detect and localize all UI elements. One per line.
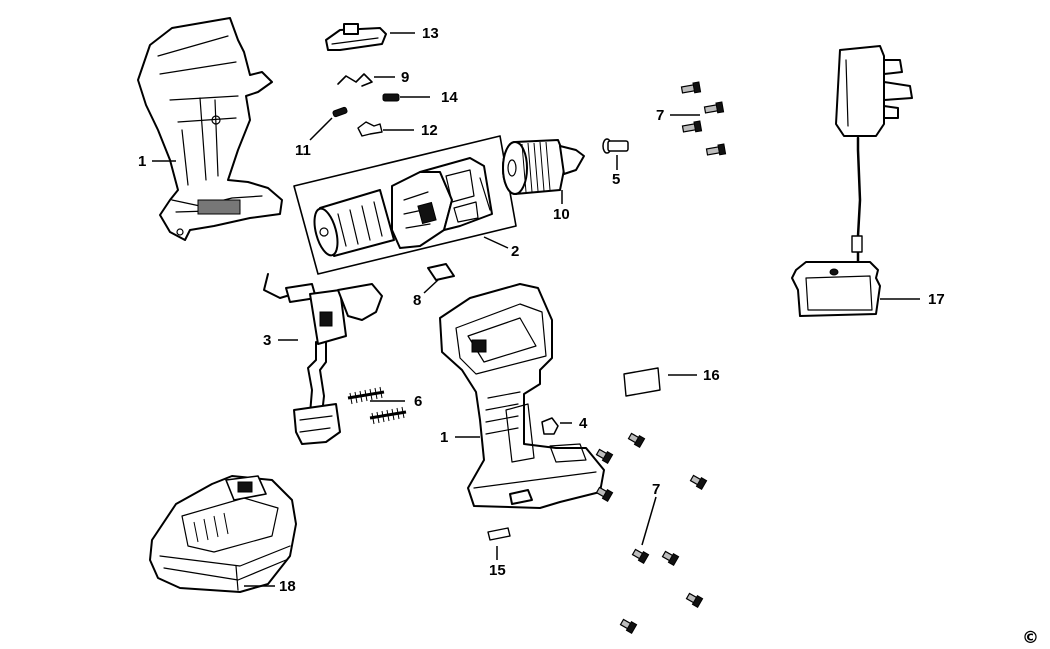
- part-14-spring: [382, 93, 400, 102]
- callout-7-upper: 7: [656, 107, 664, 124]
- callout-12: 12: [421, 122, 438, 139]
- part-5-chuck-screw: [602, 138, 629, 154]
- callout-18: 18: [279, 578, 296, 595]
- housing-half-left: [137, 17, 283, 241]
- part-4-clip: [541, 417, 559, 435]
- part-17-charger: [791, 45, 913, 317]
- part-9-spring-clip: [337, 73, 373, 87]
- callout-16: 16: [703, 367, 720, 384]
- copyright-mark: ©: [1022, 628, 1039, 648]
- part-16-label: [623, 367, 661, 397]
- callout-17: 17: [928, 291, 945, 308]
- part-7-screws-bottom: [595, 432, 708, 635]
- callout-11: 11: [295, 142, 311, 159]
- callout-13: 13: [422, 25, 439, 42]
- callout-4: 4: [579, 415, 588, 432]
- part-2-motor-gearbox: [293, 135, 517, 275]
- part-10-chuck: [502, 139, 585, 195]
- part-12-lever: [357, 121, 383, 137]
- callout-15: 15: [489, 562, 506, 579]
- callout-6: 6: [414, 393, 422, 410]
- callout-8: 8: [413, 292, 421, 309]
- callout-5: 5: [612, 171, 620, 188]
- part-13-slider: [325, 23, 387, 51]
- callout-2: 2: [511, 243, 519, 260]
- part-7-screws-top: [680, 81, 727, 156]
- leader-lines: [152, 32, 920, 587]
- callout-1-lower: 1: [440, 429, 448, 446]
- callout-1-upper: 1: [138, 153, 146, 170]
- callout-14: 14: [441, 89, 458, 106]
- part-3-switch: [263, 273, 383, 445]
- part-8-pad: [427, 263, 455, 281]
- part-18-battery: [149, 475, 297, 593]
- callout-10: 10: [553, 206, 570, 223]
- callout-3: 3: [263, 332, 271, 349]
- callout-9: 9: [401, 69, 409, 86]
- part-11-spring: [332, 106, 348, 118]
- part-15-label: [487, 527, 511, 541]
- callout-labels: 1 13 9 14 11 12 2 10 5 7 17 8 3 6 1 4 16…: [138, 25, 945, 595]
- callout-7-lower: 7: [652, 481, 660, 498]
- drill-body-assembly: [439, 283, 605, 509]
- part-6-springs: [347, 386, 407, 425]
